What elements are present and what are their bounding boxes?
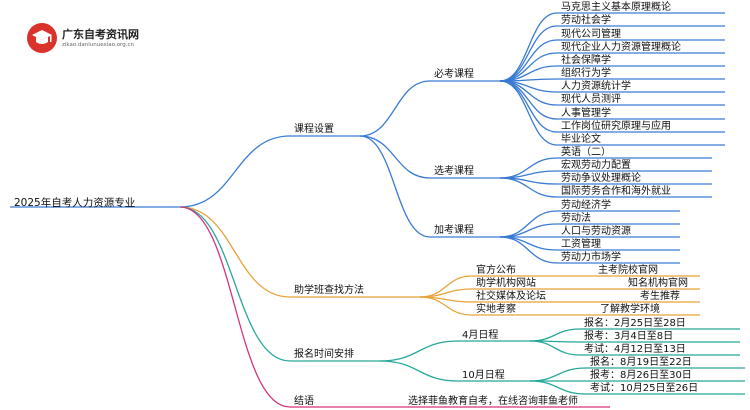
method-value: 主考院校官网 (598, 265, 658, 276)
edge-schedule-item (529, 328, 581, 342)
branch-schedule: 报名时间安排 (294, 349, 354, 360)
edge-class (179, 206, 291, 298)
edge-course-item (499, 236, 558, 264)
edge-course-group (359, 135, 431, 179)
schedule-october: 10月日程 (462, 370, 505, 381)
schedule-item: 报考：3月4日至8日 (584, 331, 674, 342)
edge-course-item (499, 80, 558, 106)
course-item: 英语（二） (561, 147, 611, 158)
method-label: 实地考察 (476, 304, 516, 315)
schedule-item: 考试：10月25日至26日 (590, 383, 699, 394)
site-url: zikao.danlunuexiao.org.cn (62, 42, 134, 48)
conclusion-text: 选择菲鱼教育自考，在线咨询菲鱼老师 (408, 396, 578, 407)
method-value: 知名机构官网 (628, 278, 688, 289)
site-name: 广东自考资讯网 (62, 28, 139, 41)
edge-course-item (499, 80, 558, 133)
group-required: 必考课程 (434, 69, 474, 80)
branch-courses: 课程设置 (294, 124, 334, 135)
group-elective: 选考课程 (434, 166, 474, 177)
course-item: 劳动经济学 (561, 200, 611, 211)
schedule-item: 报名：8月19日至22日 (590, 357, 692, 368)
group-extra: 加考课程 (434, 225, 474, 236)
edge-method (419, 275, 473, 298)
edge-course-item (499, 80, 558, 146)
method-value: 了解教学环境 (600, 304, 660, 315)
edge-schedule-item (529, 340, 581, 356)
edge-schedule-group (379, 360, 459, 382)
course-item: 工资管理 (561, 239, 601, 250)
graduation-cap-icon (27, 23, 57, 53)
method-value: 考生推荐 (640, 291, 680, 302)
method-label: 官方公布 (476, 265, 516, 276)
edge-course-item (499, 12, 558, 82)
edge-conclusion (179, 206, 291, 408)
course-item: 人事管理学 (561, 108, 611, 119)
edge-course-group (359, 135, 431, 238)
course-item: 社会保障学 (561, 55, 611, 66)
course-item: 劳动力市场学 (561, 252, 621, 263)
course-item: 现代公司管理 (561, 29, 621, 40)
edge-schedule-item (529, 380, 587, 395)
course-item: 劳动争议处理概论 (561, 173, 641, 184)
method-label: 助学机构网站 (476, 278, 536, 289)
course-item: 现代企业人力资源管理概论 (561, 42, 681, 53)
course-item: 工作岗位研究原理与应用 (561, 121, 671, 132)
branch-class-search: 助学班查找方法 (294, 285, 364, 296)
course-item: 宏观劳动力配置 (561, 160, 631, 171)
edge-method (419, 296, 473, 316)
edge-course-item (499, 223, 558, 238)
course-item: 人口与劳动资源 (561, 226, 631, 237)
edge-schedule-item (529, 367, 587, 382)
course-item: 国际劳务合作和海外就业 (561, 186, 671, 197)
course-item: 劳动法 (561, 213, 591, 224)
edge-schedule-group (379, 340, 459, 362)
method-label: 社交媒体及论坛 (476, 291, 546, 302)
course-item: 人力资源统计学 (561, 81, 631, 92)
schedule-item: 考试：4月12日至13日 (584, 344, 686, 355)
course-item: 马克思主义基本原理概论 (561, 2, 671, 13)
edge-courses (179, 135, 291, 208)
site-logo: 广东自考资讯网 zikao.danlunuexiao.org.cn (26, 20, 146, 56)
schedule-april: 4月日程 (462, 330, 499, 341)
root-node: 2025年自考人力资源专业 (14, 197, 136, 209)
branch-conclusion: 结语 (294, 396, 314, 407)
edge-schedule (179, 206, 291, 362)
course-item: 劳动社会学 (561, 15, 611, 26)
schedule-item: 报考：8月26日至30日 (590, 370, 692, 381)
course-item: 现代人员测评 (561, 94, 621, 105)
edge-course-group (359, 80, 431, 137)
edge-course-item (499, 177, 558, 198)
course-item: 毕业论文 (561, 134, 601, 145)
schedule-item: 报名：2月25日至28日 (584, 318, 686, 329)
edge-course-item (499, 236, 558, 251)
course-item: 组织行为学 (561, 68, 611, 79)
